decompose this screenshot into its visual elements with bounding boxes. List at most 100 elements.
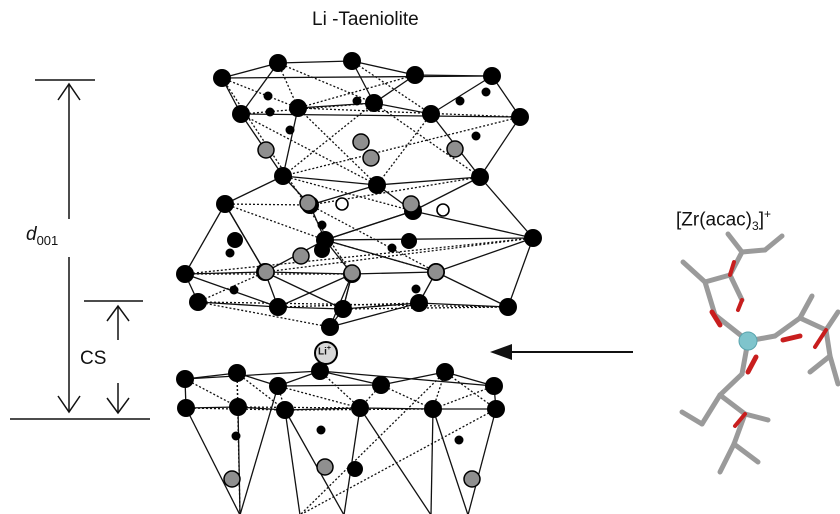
molecule-bond bbox=[717, 371, 745, 398]
hydroxyl-atom bbox=[317, 220, 327, 230]
molecule-oxygen-bond bbox=[709, 309, 723, 328]
silicate-layers bbox=[176, 52, 542, 514]
bond-line bbox=[221, 75, 493, 79]
bond-line bbox=[277, 306, 344, 310]
oxygen-atom bbox=[321, 318, 339, 336]
bond-line bbox=[184, 203, 226, 275]
bond-line bbox=[373, 102, 432, 115]
molecule-bond bbox=[823, 309, 840, 333]
metal-atom bbox=[257, 263, 275, 281]
bond-line bbox=[343, 407, 361, 514]
molecule-bond bbox=[725, 231, 745, 255]
bond-line bbox=[351, 60, 416, 76]
molecule-bond bbox=[739, 247, 768, 255]
molecule-bond bbox=[797, 315, 829, 333]
bond-line bbox=[412, 176, 481, 212]
molecule-bond bbox=[742, 411, 771, 423]
complex-label: [Zr(acac)3]+ bbox=[676, 207, 771, 233]
bond-line-dotted bbox=[264, 237, 534, 273]
hydroxyl-atom bbox=[481, 87, 491, 97]
hydroxyl-atom bbox=[285, 125, 295, 135]
oxygen-atom bbox=[524, 229, 542, 247]
diagram-title: Li -Taeniolite bbox=[312, 9, 419, 30]
d-index: 001 bbox=[36, 232, 59, 248]
oxygen-atom bbox=[213, 69, 231, 87]
li-ion-label: Li+ bbox=[318, 345, 331, 357]
bond-line bbox=[240, 62, 279, 115]
oxygen-atom bbox=[269, 377, 287, 395]
bond-line-dotted bbox=[373, 102, 481, 178]
oxygen-atom bbox=[189, 293, 207, 311]
bond-line-dotted bbox=[184, 378, 239, 408]
bond-line bbox=[319, 370, 382, 386]
bond-line-dotted bbox=[300, 371, 446, 514]
arrow-head bbox=[57, 82, 81, 101]
bond-line bbox=[435, 237, 534, 273]
bond-line bbox=[277, 60, 353, 64]
hydroxyl-atom bbox=[265, 107, 275, 117]
oxygen-atom bbox=[372, 376, 390, 394]
bond-line bbox=[309, 184, 378, 206]
oxygen-atom bbox=[410, 294, 428, 312]
bond-line-dotted bbox=[444, 371, 497, 410]
bond-line bbox=[467, 408, 497, 514]
hydroxyl-atom bbox=[411, 284, 421, 294]
hydroxyl-atom bbox=[455, 96, 465, 106]
arrow-head bbox=[490, 344, 512, 360]
bond-line bbox=[277, 273, 353, 308]
metal-atom bbox=[463, 470, 481, 488]
molecule-bond bbox=[680, 259, 708, 285]
molecule-bond bbox=[717, 392, 748, 417]
molecule-bond bbox=[702, 272, 733, 285]
bond-line-dotted bbox=[284, 408, 434, 411]
bond-line bbox=[284, 409, 301, 514]
bond-line-dotted bbox=[319, 370, 361, 409]
bond-line bbox=[319, 370, 495, 387]
oxygen-atom bbox=[274, 167, 292, 185]
oxygen-atom bbox=[424, 400, 442, 418]
li-ion bbox=[314, 341, 338, 365]
bond-line-dotted bbox=[277, 302, 420, 308]
oxygen-atom bbox=[487, 400, 505, 418]
bond-line-dotted bbox=[282, 116, 521, 177]
metal-atom bbox=[427, 263, 445, 281]
bond-line bbox=[418, 302, 509, 308]
vacancy-site bbox=[436, 203, 450, 217]
metal-atom bbox=[292, 247, 310, 265]
molecule-oxygen-bond bbox=[728, 260, 736, 277]
bond-line bbox=[329, 302, 420, 328]
oxygen-atom bbox=[499, 298, 517, 316]
metal-atom bbox=[352, 133, 370, 151]
molecule-bond bbox=[807, 353, 833, 375]
bond-line bbox=[284, 409, 345, 514]
zr-atom bbox=[738, 331, 758, 351]
bond-line bbox=[351, 271, 437, 275]
bond-line bbox=[412, 210, 534, 239]
molecule-oxygen-bond bbox=[733, 412, 747, 428]
molecule-oxygen-bond bbox=[780, 333, 803, 343]
metal-atom bbox=[402, 195, 420, 213]
oxygen-atom bbox=[229, 398, 247, 416]
bond-line-dotted bbox=[224, 203, 311, 206]
bond-line bbox=[185, 407, 241, 514]
oxygen-atom bbox=[228, 364, 246, 382]
bond-line bbox=[264, 271, 344, 310]
arrow-head bbox=[57, 395, 81, 414]
molecule-bond bbox=[699, 392, 723, 427]
dimension-markers bbox=[10, 79, 150, 420]
oxygen-atom bbox=[351, 399, 369, 417]
hydroxyl-atom bbox=[231, 431, 241, 441]
li-charge: + bbox=[326, 345, 331, 352]
molecule-oxygen-bond bbox=[736, 298, 744, 312]
bond-line bbox=[432, 408, 469, 514]
oxygen-atom bbox=[485, 377, 503, 395]
bond-line bbox=[376, 176, 481, 186]
metal-atom bbox=[316, 458, 334, 476]
bond-line bbox=[479, 176, 534, 239]
basal-spacing-label: d001 bbox=[26, 224, 58, 248]
bond-line-dotted bbox=[309, 176, 481, 206]
oxygen-atom bbox=[177, 399, 195, 417]
oxygen-atom bbox=[483, 67, 501, 85]
molecule-bond bbox=[772, 315, 803, 339]
bond-line bbox=[224, 175, 284, 205]
